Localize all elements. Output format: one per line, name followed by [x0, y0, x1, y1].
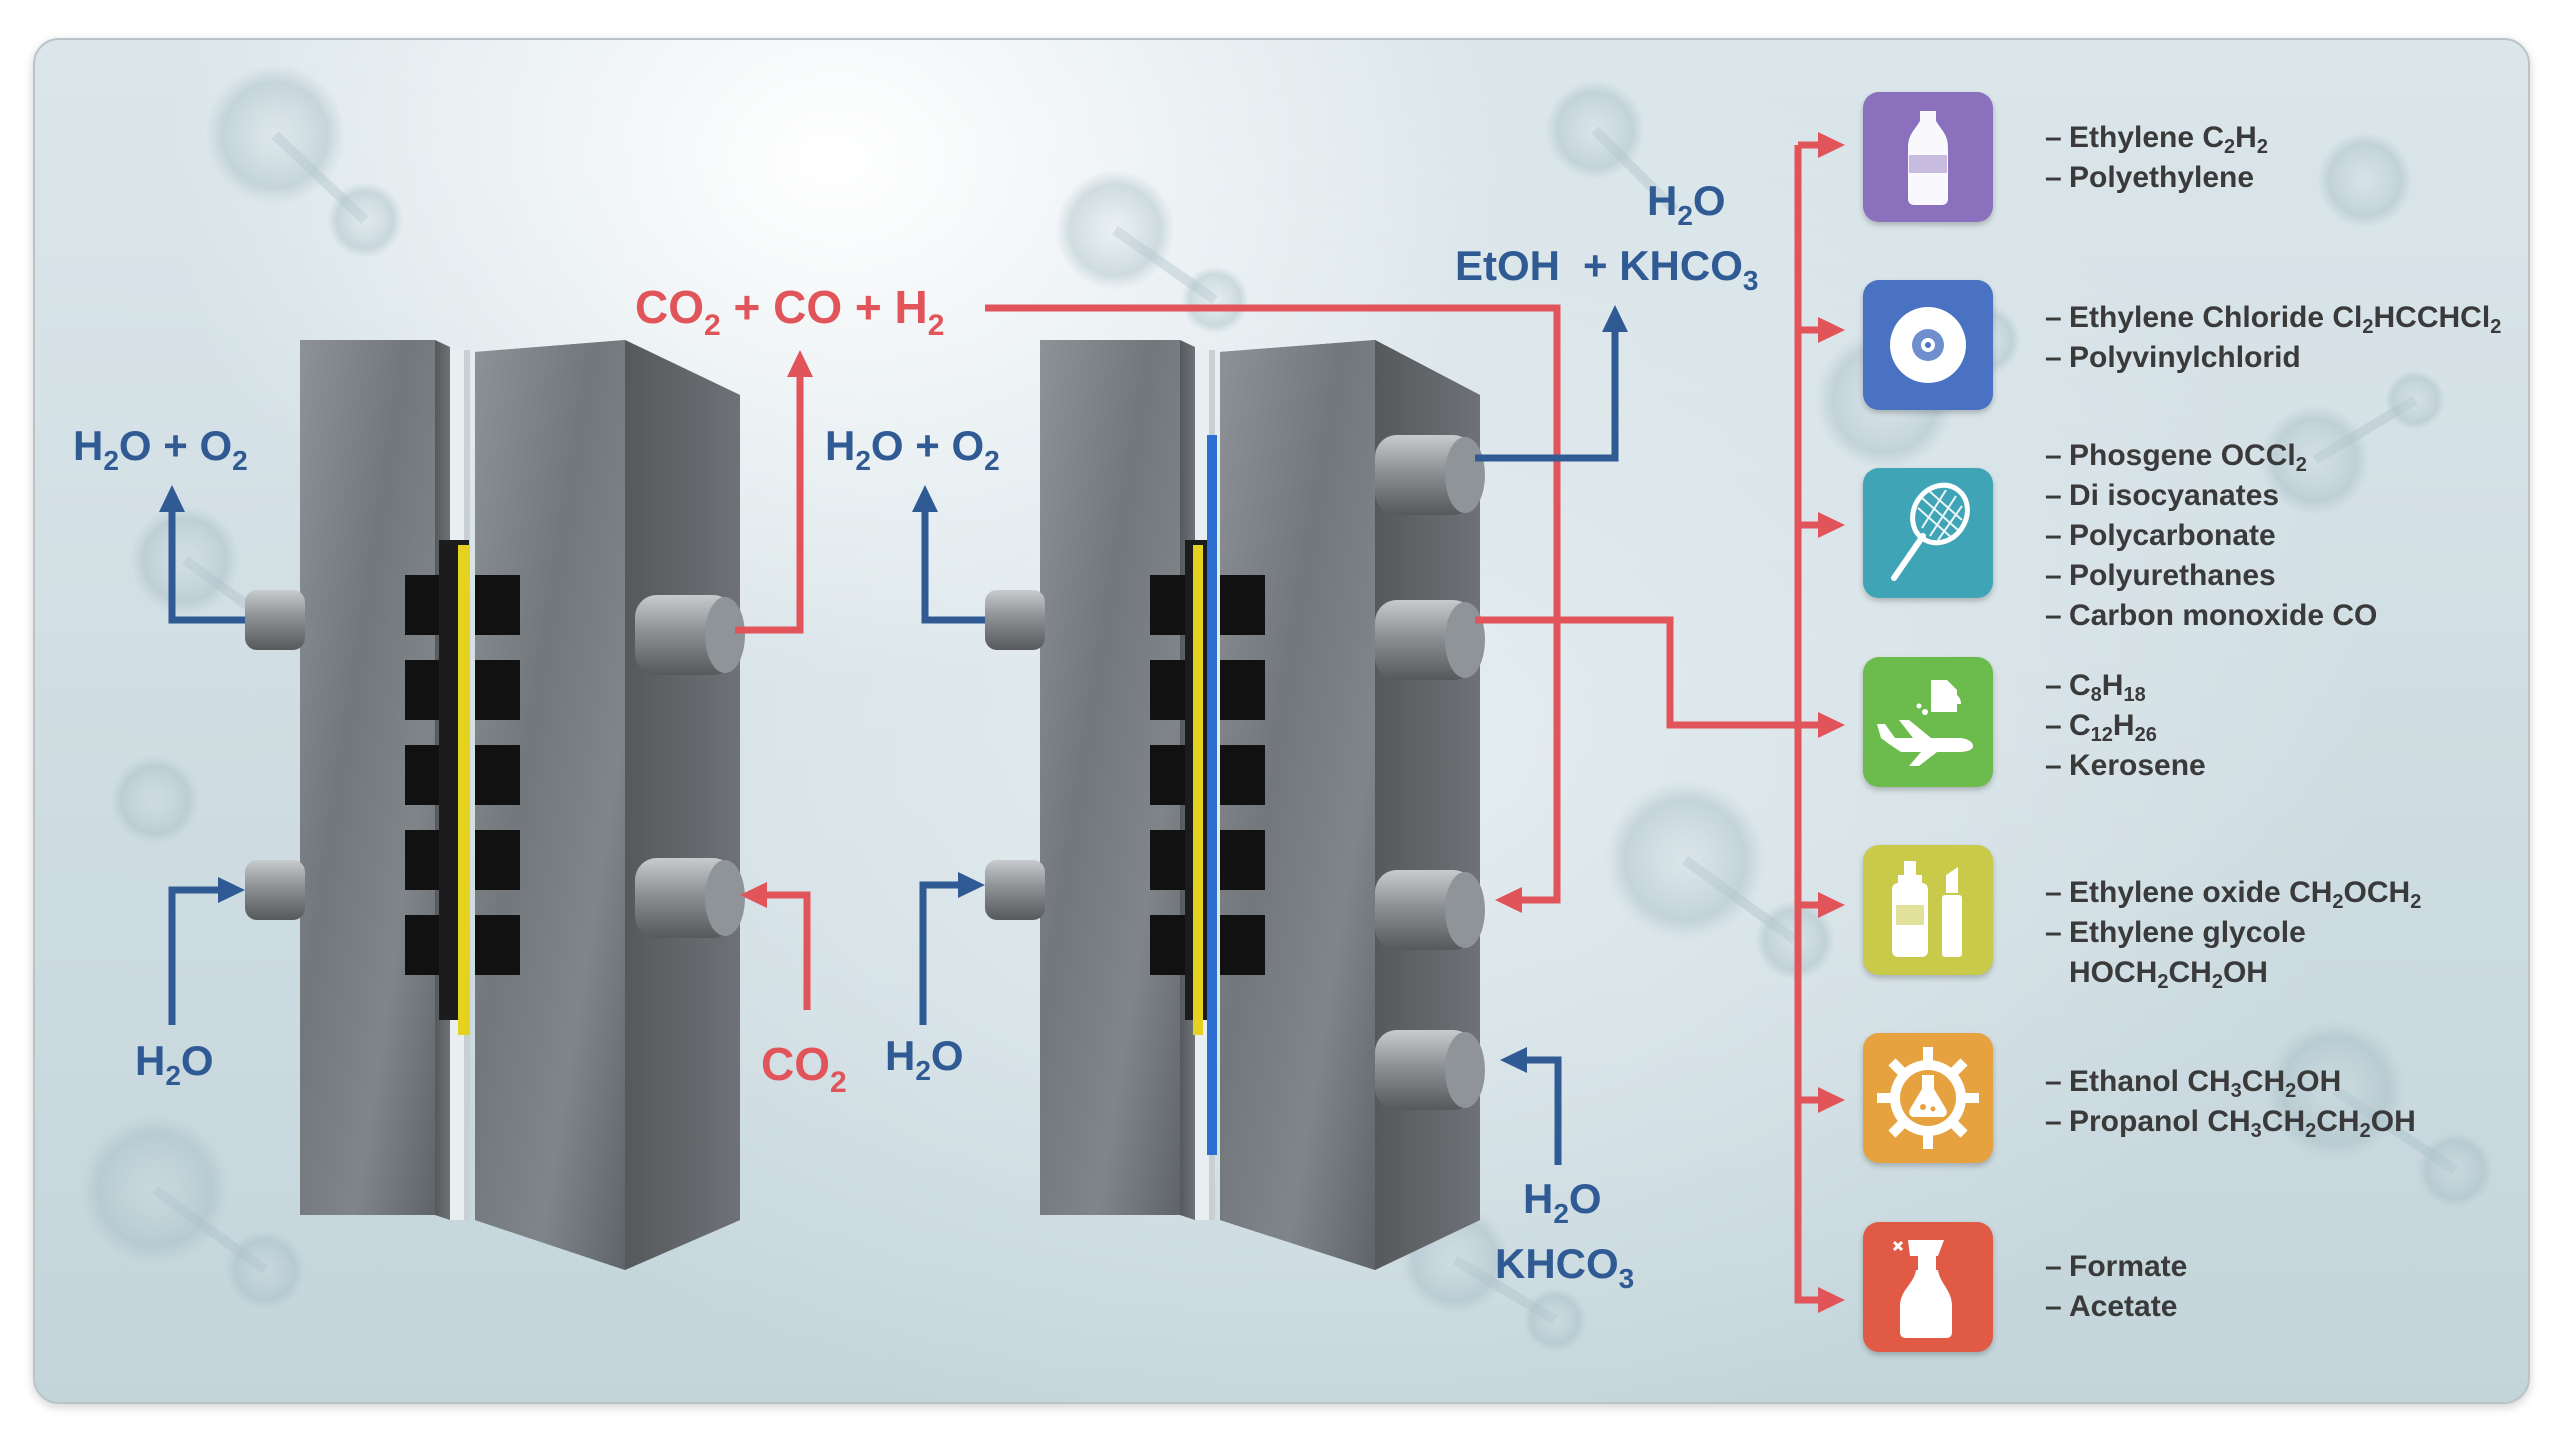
- product-line: –Ethanol CH3CH2OH: [2045, 1062, 2416, 1102]
- product-line: –Ethylene oxide CH2OCH2: [2045, 873, 2421, 913]
- label-cell2-in-khco3: KHCO3: [1495, 1240, 1634, 1294]
- product-list-0: –Ethylene C2H2–Polyethylene: [2045, 118, 2268, 198]
- label-cell2-h2o-o2-out: H2O + O2: [825, 422, 1000, 476]
- product-line: –Polyethylene: [2045, 158, 2268, 198]
- product-list-1: –Ethylene Chloride Cl2HCCHCl2–Polyvinylc…: [2045, 298, 2501, 378]
- electrolyzer-cell-2: [985, 340, 1485, 1270]
- dash-marker: –: [2045, 1105, 2062, 1138]
- product-tile-3: [1863, 657, 1993, 787]
- label-cell2-in-h2o: H2O: [1523, 1175, 1602, 1229]
- product-tile-2: [1863, 468, 1993, 598]
- label-cell1-h2o-o2-out: H2O + O2: [73, 422, 248, 476]
- label-cell1-gas-out: CO2 + CO + H2: [635, 281, 944, 342]
- dash-marker: –: [2045, 1290, 2062, 1323]
- arrow-cell2-liquid-out: [1475, 315, 1619, 462]
- label-cell2-h2o-in: H2O: [885, 1032, 964, 1086]
- product-list-4: –Ethylene oxide CH2OCH2–Ethylene glycole…: [2045, 873, 2421, 993]
- dash-marker: –: [2045, 709, 2062, 742]
- cosmetics-icon: [1892, 861, 1962, 957]
- arrow-cell1-co2-in: [750, 891, 811, 1010]
- product-line: –Kerosene: [2045, 746, 2206, 786]
- product-line: –Propanol CH3CH2CH2OH: [2045, 1102, 2416, 1142]
- diagram-canvas: H2O + O2 H2O CO2 + CO + H2 CO2 H2O + O2 …: [73, 65, 2493, 1352]
- product-line: –C8H18: [2045, 666, 2206, 706]
- label-cell1-co2-in: CO2: [761, 1038, 847, 1099]
- dash-marker: –: [2045, 161, 2062, 194]
- label-cell1-h2o-in: H2O: [135, 1037, 214, 1091]
- product-line: –HOCH2CH2OH: [2069, 956, 2268, 993]
- product-line: –Ethylene Chloride Cl2HCCHCl2: [2045, 298, 2501, 338]
- electrolyzer-cell-1: [245, 340, 745, 1270]
- product-tile-0: [1863, 92, 1993, 222]
- dash-marker: –: [2045, 559, 2062, 592]
- product-list-2: –Phosgene OCCl2–Di isocyanates–Polycarbo…: [2045, 436, 2377, 636]
- product-line: –C12H26: [2045, 706, 2206, 746]
- dash-marker: –: [2045, 301, 2062, 334]
- dash-marker: –: [2045, 916, 2062, 949]
- diagram-frame: H2O + O2 H2O CO2 + CO + H2 CO2 H2O + O2 …: [33, 38, 2530, 1404]
- product-list-6: –Formate–Acetate: [2045, 1247, 2187, 1327]
- dash-marker: –: [2045, 519, 2062, 552]
- arrow-cell2-gas-out: [1475, 616, 1835, 729]
- arrow-cell1-h2o-in: [168, 886, 230, 1025]
- product-line: –Phosgene OCCl2: [2045, 436, 2377, 476]
- dash-marker: –: [2045, 749, 2062, 782]
- product-line: –Polycarbonate: [2045, 516, 2377, 556]
- product-line: –Di isocyanates: [2045, 476, 2377, 516]
- dash-marker: –: [2045, 876, 2062, 909]
- arrow-cell2-khco3-in: [1510, 1056, 1562, 1165]
- bottle-icon: [1908, 111, 1948, 205]
- product-list-5: –Ethanol CH3CH2OH–Propanol CH3CH2CH2OH: [2045, 1062, 2416, 1142]
- arrow-heads: [159, 132, 1845, 1313]
- product-list-3: –C8H18–C12H26–Kerosene: [2045, 666, 2206, 786]
- label-cell2-out-khco3: + KHCO3: [1583, 242, 1758, 296]
- arrow-cell1-h2o-o2-out: [168, 495, 245, 624]
- label-cell2-out-h2o: H2O: [1647, 177, 1726, 231]
- dash-marker: –: [2045, 439, 2062, 472]
- chemistry-gear-icon: [1877, 1047, 1979, 1149]
- arrow-cell2-h2o-o2-out: [921, 495, 985, 624]
- dash-marker: –: [2045, 1065, 2062, 1098]
- product-tile-6: [1863, 1222, 1993, 1352]
- dash-marker: –: [2045, 121, 2062, 154]
- dash-marker: –: [2045, 599, 2062, 632]
- product-line: –Polyurethanes: [2045, 556, 2377, 596]
- product-tile-5: [1863, 1033, 1993, 1163]
- product-line: –Ethylene C2H2: [2045, 118, 2268, 158]
- spray-bottle-icon: [1892, 1240, 1952, 1338]
- product-tile-4: [1863, 845, 1993, 975]
- label-cell2-etoh: EtOH: [1455, 242, 1560, 289]
- product-line: –Acetate: [2045, 1287, 2187, 1327]
- arrow-cell1-gas-out: [735, 360, 804, 634]
- arrow-gas-to-cell2: [985, 304, 1561, 904]
- product-line: –Carbon monoxide CO: [2045, 596, 2377, 636]
- disc-icon: [1890, 307, 1966, 383]
- arrow-cell2-h2o-in: [919, 881, 970, 1025]
- product-tile-1: [1863, 280, 1993, 410]
- product-line: –Formate: [2045, 1247, 2187, 1287]
- airplane-fuel-icon: [1877, 680, 1973, 766]
- dash-marker: –: [2045, 341, 2062, 374]
- tennis-racket-icon: [1891, 482, 1970, 581]
- dash-marker: –: [2045, 479, 2062, 512]
- product-line: –Ethylene glycole: [2045, 913, 2421, 953]
- dash-marker: –: [2045, 669, 2062, 702]
- dash-marker: –: [2045, 1250, 2062, 1283]
- product-line: –Polyvinylchlorid: [2045, 338, 2501, 378]
